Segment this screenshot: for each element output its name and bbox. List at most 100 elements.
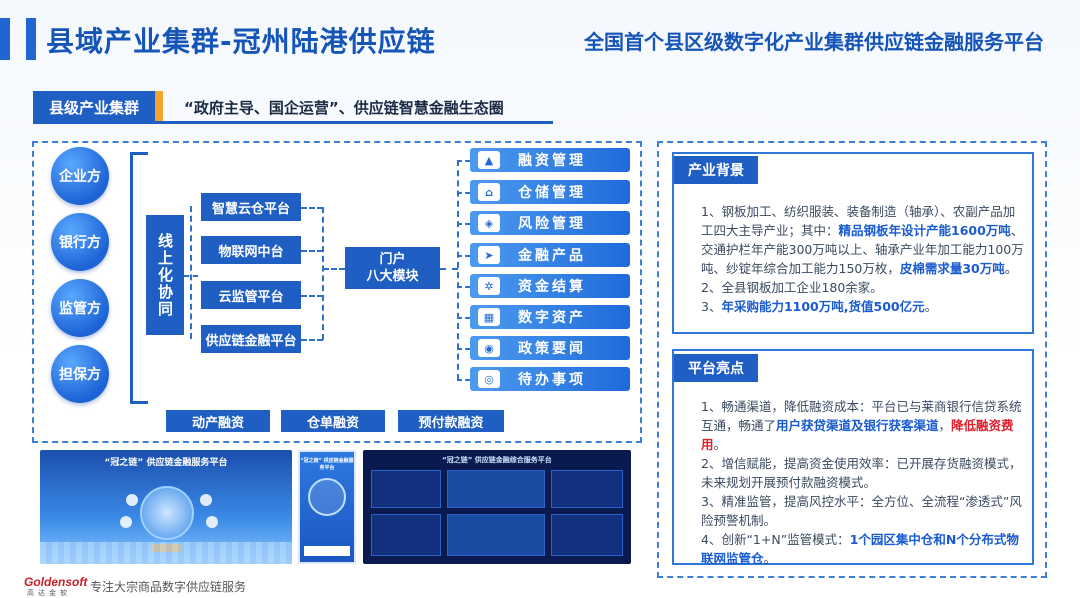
page-subtitle: 全国首个县区级数字化产业集群供应链金融服务平台 xyxy=(584,30,1044,54)
module-fund-settlement[interactable]: ✲ 资金结算 xyxy=(470,274,630,298)
background-item-1: 1、钢板加工、纺织服装、装备制造（轴承）、农副产品加工四大主导产业；其中：精品钢… xyxy=(701,204,1024,276)
module-label: 政策要闻 xyxy=(518,341,586,357)
feature-dot xyxy=(120,516,132,528)
company-logo-subtext: 高达金软 xyxy=(27,589,71,597)
dashboard-panel xyxy=(447,514,545,556)
connector-line xyxy=(323,268,345,270)
chart-icon: ▲ xyxy=(478,151,500,169)
module-label: 资金结算 xyxy=(518,279,586,295)
hero-circle xyxy=(140,486,194,540)
background-item-3: 3、年采购能力1100万吨,货值500亿元。 xyxy=(701,299,938,314)
dashboard-panel xyxy=(371,514,441,556)
skyline-graphic xyxy=(40,542,292,564)
module-warehouse-management[interactable]: ⌂ 仓储管理 xyxy=(470,180,630,204)
online-collaboration-box: 线上化协同 xyxy=(146,215,184,335)
highlight-item-4: 4、创新“1+N”监管模式：1个园区集中仓和N个分布式物联网监管仓。 xyxy=(701,532,1019,566)
dashboard-screenshot: “冠之链” 供应链金融综合服务平台 xyxy=(363,450,631,564)
platform-smart-warehouse: 智慧云仓平台 xyxy=(201,193,301,221)
title-accent-bar xyxy=(26,18,36,60)
feature-dot xyxy=(126,494,138,506)
highlights-box xyxy=(672,349,1034,565)
company-logo: Goldensoft xyxy=(24,575,88,589)
mobile-app-title: “冠之链” 供应链金融服务平台 xyxy=(300,458,354,471)
section-tag: 县级产业集群 xyxy=(33,91,163,123)
module-financial-products[interactable]: ➤ 金融产品 xyxy=(470,243,630,267)
connector-line xyxy=(457,379,470,381)
highlights-text: 1、畅通渠道，降低融资成本：平台已与莱商银行信贷系统互通，畅通了用户获贷渠道及银… xyxy=(701,397,1027,568)
module-label: 数字资产 xyxy=(518,310,586,326)
connector-line xyxy=(301,207,323,209)
mobile-tab-bar xyxy=(304,546,350,556)
module-label: 待办事项 xyxy=(518,372,586,388)
portal-modules-label: 八大模块 xyxy=(366,269,419,284)
settle-icon: ✲ xyxy=(478,277,500,295)
online-collaboration-label: 线上化协同 xyxy=(156,232,174,318)
connector-line xyxy=(457,348,470,350)
connector-line xyxy=(457,223,470,225)
section-description: “政府主导、国企运营”、供应链智慧金融生态圈 xyxy=(184,99,504,117)
page-title: 县域产业集群-冠州陆港供应链 xyxy=(46,25,436,58)
news-icon: ◉ xyxy=(478,339,500,357)
background-text: 1、钢板加工、纺织服装、装备制造（轴承）、农副产品加工四大主导产业；其中：精品钢… xyxy=(701,202,1027,316)
mobile-hero-circle xyxy=(308,478,346,516)
highlight-item-3: 3、精准监管，提高风控水平：全方位、全流程“渗透式”风险预警机制。 xyxy=(701,494,1022,528)
module-digital-assets[interactable]: ▦ 数字资产 xyxy=(470,305,630,329)
dashboard-panel xyxy=(551,514,623,556)
party-enterprise: 企业方 xyxy=(51,147,109,205)
connector-line xyxy=(301,295,323,297)
highlight-item-2: 2、增信赋能，提高资金使用效率：已开展存货融资模式，未来规划开展预付款融资模式。 xyxy=(701,456,1022,490)
highlight-item-1: 1、畅通渠道，降低融资成本：平台已与莱商银行信贷系统互通，畅通了用户获贷渠道及银… xyxy=(701,399,1022,452)
connector-line xyxy=(457,255,470,257)
connector-line xyxy=(457,286,470,288)
connector-line xyxy=(322,207,324,340)
todo-icon: ◎ xyxy=(478,370,500,388)
finance-type-warehouse-receipt: 仓单融资 xyxy=(281,410,385,432)
bracket-connector xyxy=(130,152,148,404)
warehouse-icon: ⌂ xyxy=(478,183,500,201)
connector-line xyxy=(457,160,470,162)
section-underline xyxy=(33,121,553,124)
portal-box: 门户 八大模块 xyxy=(345,247,440,289)
background-box xyxy=(672,152,1034,334)
party-regulator: 监管方 xyxy=(51,279,109,337)
mobile-app-screenshot: “冠之链” 供应链金融服务平台 xyxy=(298,450,356,564)
connector-line xyxy=(301,250,323,252)
title-accent-bar xyxy=(0,18,10,60)
highlights-tag: 平台亮点 xyxy=(674,354,758,382)
background-item-2: 2、全县钢板加工企业180余家。 xyxy=(701,280,883,295)
platform-supply-chain-finance: 供应链金融平台 xyxy=(201,325,301,353)
party-guarantor: 担保方 xyxy=(51,345,109,403)
web-platform-screenshot: “冠之链” 供应链金融服务平台 xyxy=(40,450,292,564)
grid-icon: ▦ xyxy=(478,308,500,326)
module-label: 融资管理 xyxy=(518,153,586,169)
web-platform-title: “冠之链” 供应链金融服务平台 xyxy=(104,458,228,468)
feature-dot xyxy=(200,494,212,506)
module-risk-management[interactable]: ◈ 风险管理 xyxy=(470,211,630,235)
module-todo-items[interactable]: ◎ 待办事项 xyxy=(470,367,630,391)
finance-type-prepayment: 预付款融资 xyxy=(398,410,504,432)
dashboard-panel xyxy=(371,470,441,508)
platform-cloud-supervision: 云监管平台 xyxy=(201,281,301,309)
module-label: 仓储管理 xyxy=(518,185,586,201)
connector-line xyxy=(457,317,470,319)
dashboard-panel xyxy=(447,470,545,508)
dashboard-panel xyxy=(551,470,623,508)
party-bank: 银行方 xyxy=(51,213,109,271)
module-financing-management[interactable]: ▲ 融资管理 xyxy=(470,148,630,172)
module-label: 风险管理 xyxy=(518,216,586,232)
connector-line xyxy=(190,206,192,339)
module-label: 金融产品 xyxy=(518,248,586,264)
connector-line xyxy=(440,268,458,270)
connector-line xyxy=(457,160,459,380)
feature-dot xyxy=(206,516,218,528)
portal-label: 门户 xyxy=(379,252,406,267)
module-policy-news[interactable]: ◉ 政策要闻 xyxy=(470,336,630,360)
send-icon: ➤ xyxy=(478,246,500,264)
dashboard-title: “冠之链” 供应链金融综合服务平台 xyxy=(442,456,552,464)
background-tag: 产业背景 xyxy=(674,156,758,184)
connector-line xyxy=(301,339,323,341)
platform-iot-hub: 物联网中台 xyxy=(201,236,301,264)
finance-type-movable: 动产融资 xyxy=(166,410,270,432)
shield-icon: ◈ xyxy=(478,214,500,232)
footer-slogan: 专注大宗商品数字供应链服务 xyxy=(90,580,247,594)
